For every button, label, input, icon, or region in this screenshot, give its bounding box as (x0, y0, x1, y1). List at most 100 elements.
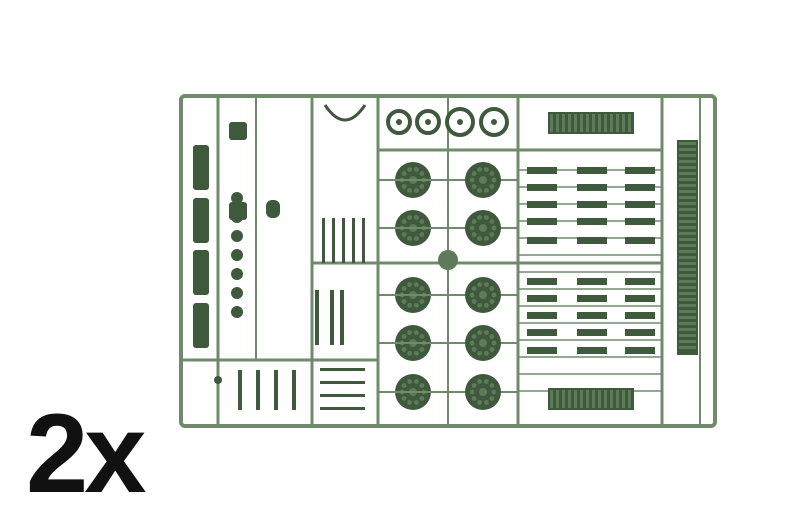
track-tooth (550, 390, 553, 408)
track-tooth (679, 340, 696, 343)
track-tooth (679, 196, 696, 199)
track-link (625, 312, 655, 319)
track-tooth (562, 390, 565, 408)
track-tooth (574, 114, 577, 132)
wheel-hole (419, 171, 425, 176)
track-link (625, 184, 655, 191)
wheel-hole (401, 171, 407, 176)
track-tooth (679, 250, 696, 253)
track-tooth (679, 202, 696, 205)
track-link (577, 167, 607, 174)
track-strip-vertical (677, 140, 698, 355)
rod-part (320, 394, 365, 397)
wheel-hole (489, 396, 495, 401)
wheel-hole (407, 167, 413, 172)
track-tooth (679, 256, 696, 259)
wheel-hole (401, 184, 407, 189)
rod-part (352, 218, 355, 263)
track-tooth (628, 114, 631, 132)
track-link (577, 201, 607, 208)
wheel-hole (407, 379, 413, 384)
track-link (625, 218, 655, 225)
track-tooth (679, 316, 696, 319)
track-tooth (679, 274, 696, 277)
track-link (577, 184, 607, 191)
wheel-hole (407, 188, 413, 193)
wheel-hole (477, 188, 483, 193)
wheel-hole (401, 334, 407, 339)
wheel-hole (471, 334, 477, 339)
rod-part (274, 370, 278, 410)
wheel-hole (407, 330, 413, 335)
wheel-hole (469, 177, 475, 183)
track-tooth (679, 208, 696, 211)
wheel-hole (419, 299, 425, 304)
track-tooth (586, 390, 589, 408)
wheel-hole (419, 383, 425, 388)
wheel-hub (457, 119, 463, 125)
wheel-hole (489, 219, 495, 224)
wheel-hole (407, 400, 413, 405)
track-tooth (598, 114, 601, 132)
wheel-hole (491, 292, 497, 298)
wheel-hole (489, 347, 495, 352)
wheel-hole (489, 299, 495, 304)
wheel-hole (419, 347, 425, 352)
small-wheel (479, 107, 509, 137)
cylinder-part (193, 250, 209, 295)
wheel-hole (401, 286, 407, 291)
wheel-hole (483, 351, 489, 356)
wheel-hole (491, 225, 497, 231)
rod-part (330, 290, 334, 345)
wheel-hole (483, 400, 489, 405)
track-tooth (679, 334, 696, 337)
rod-part (315, 290, 319, 345)
wheel-hole (477, 167, 483, 172)
track-tooth (610, 114, 613, 132)
cylinder-part (193, 198, 209, 243)
wheel-hole (489, 232, 495, 237)
wheel-hole (419, 184, 425, 189)
track-tooth (679, 214, 696, 217)
rod-part (292, 370, 296, 410)
track-tooth (622, 114, 625, 132)
track-tooth (592, 390, 595, 408)
wheel-hole (471, 396, 477, 401)
track-tooth (679, 160, 696, 163)
rod-part (238, 370, 242, 410)
track-tooth (556, 114, 559, 132)
track-tooth (679, 244, 696, 247)
wheel-hole (413, 351, 419, 356)
wheel-hub (425, 119, 431, 125)
small-wheel (415, 109, 441, 135)
track-link (527, 312, 557, 319)
round-part (231, 306, 243, 318)
wheel-hole (483, 188, 489, 193)
track-tooth (604, 390, 607, 408)
rod-part (332, 218, 335, 263)
round-part (231, 230, 243, 242)
wheel-hole (483, 330, 489, 335)
track-tooth (679, 292, 696, 295)
track-link (577, 347, 607, 354)
track-tooth (679, 172, 696, 175)
round-part (231, 287, 243, 299)
wheel-hole (407, 236, 413, 241)
track-strip (548, 112, 634, 134)
track-link (625, 237, 655, 244)
wheel-hole (469, 340, 475, 346)
wheel-hole (483, 379, 489, 384)
track-link (577, 237, 607, 244)
wheel-hole (489, 383, 495, 388)
sprue-gate (438, 250, 458, 270)
small-part (214, 376, 222, 384)
wheel-hole (471, 286, 477, 291)
track-link (577, 278, 607, 285)
track-link (527, 184, 557, 191)
wheel-hole (471, 184, 477, 189)
rod-part (362, 218, 365, 263)
track-link (625, 347, 655, 354)
track-link (527, 278, 557, 285)
track-link (577, 295, 607, 302)
wheel-hole (483, 303, 489, 308)
